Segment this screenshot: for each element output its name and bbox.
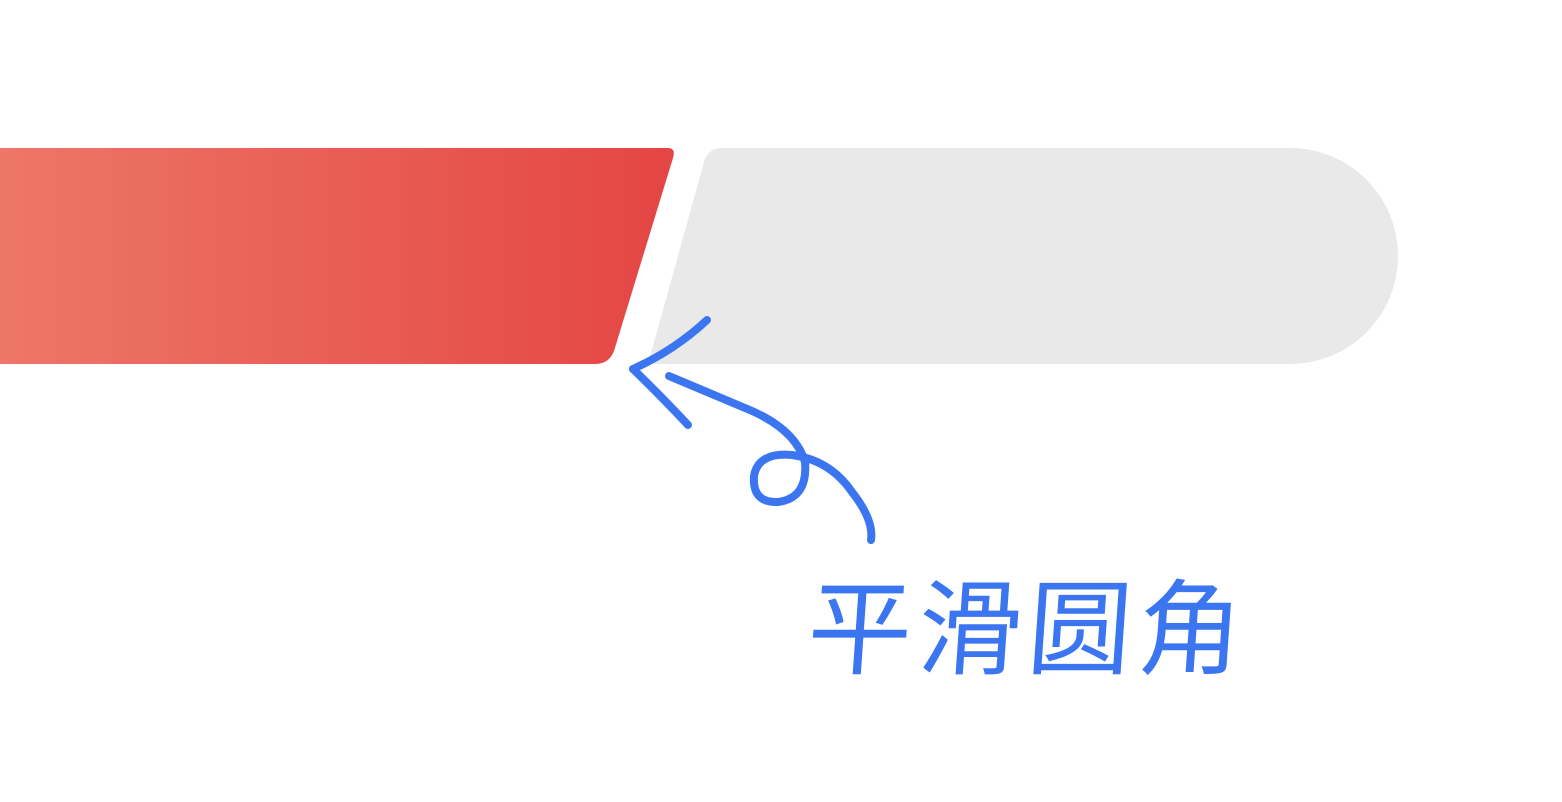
annotation-arrow xyxy=(629,316,876,544)
arrow-head-upper xyxy=(629,316,711,373)
arrow-curly-tail xyxy=(665,372,876,544)
arrow-head-lower xyxy=(629,365,692,429)
annotation-label: 平滑圆角 xyxy=(803,569,1253,691)
progress-track-remaining xyxy=(648,148,1398,364)
progress-fill-segment xyxy=(0,148,674,364)
